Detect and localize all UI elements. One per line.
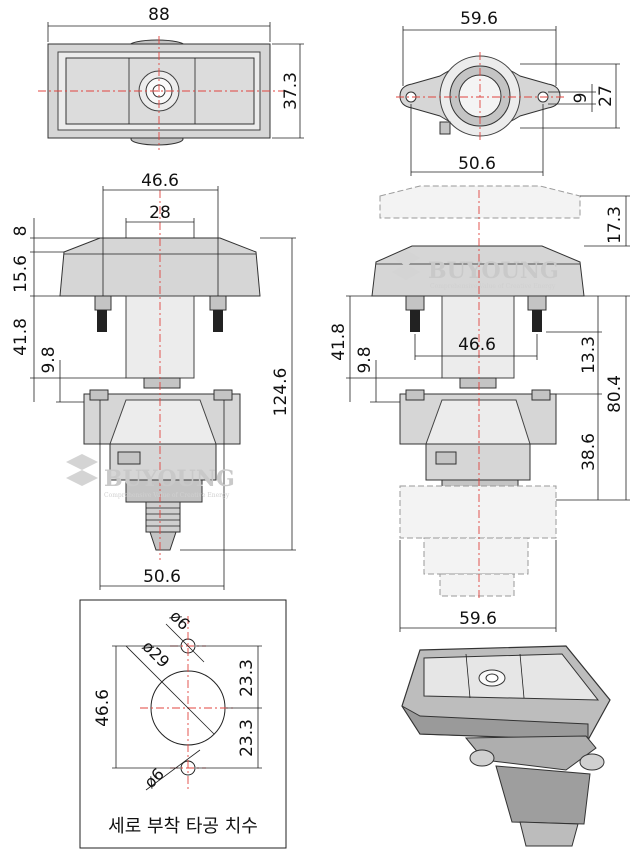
dim-width-88: 88	[148, 5, 170, 25]
cutout-half-lower: 23.3	[237, 719, 257, 757]
watermark-tagline: Comprehensive Value of Creative Energy	[104, 492, 230, 499]
watermark-left: BUYOUNG Comprehensive Value of Creative …	[66, 454, 235, 499]
dim-overall-124-6: 124.6	[271, 368, 291, 417]
dim-slot-9: 9	[571, 93, 591, 104]
dim-width-59-6: 59.6	[460, 9, 498, 29]
top-view-right: 59.6 50.6 9 27	[396, 9, 620, 176]
dim-right-left-41-8: 41.8	[329, 323, 349, 361]
dim-bottom-50-6: 50.6	[143, 567, 181, 587]
dim-top-46-6: 46.6	[141, 171, 179, 191]
cutout-dimensions: 46.6 23.3 23.3 ø6 ø29 ø6 세로 부착 타공 치수	[79, 599, 287, 849]
front-view-right: 17.3 46.6 41.8 9.8 13.3 80.4 38.6 59.6	[329, 185, 630, 632]
dim-travel-17-3: 17.3	[605, 206, 625, 244]
watermark-tagline-2: Comprehensive Value of Creative Energy	[430, 283, 556, 290]
top-view-left: 88 37.3	[38, 5, 304, 150]
dim-right-38-6: 38.6	[579, 433, 599, 471]
dim-right-left-9-8: 9.8	[355, 346, 375, 373]
dim-left-15-6: 15.6	[11, 255, 31, 293]
dim-left-8: 8	[11, 226, 31, 237]
cutout-pitch-46-6: 46.6	[93, 689, 113, 727]
dim-left-9-8: 9.8	[39, 346, 59, 373]
front-view-left: 46.6 28 8 15.6 41.8 9.8 124.6 50.6 BUYOU…	[11, 171, 296, 590]
dim-inner-28: 28	[149, 203, 171, 223]
cutout-caption: 세로 부착 타공 치수	[108, 816, 258, 837]
dim-right-80-4: 80.4	[605, 375, 625, 413]
watermark-brand: BUYOUNG	[104, 466, 235, 492]
watermark-brand-2: BUYOUNG	[428, 258, 559, 284]
dim-right-bottom-59-6: 59.6	[459, 609, 497, 629]
dim-height-37-3: 37.3	[281, 72, 301, 110]
dim-pitch-50-6: 50.6	[458, 154, 496, 174]
cutout-half-upper: 23.3	[237, 659, 257, 697]
dim-bolt-46-6: 46.6	[458, 335, 496, 355]
dim-overall-27: 27	[596, 85, 616, 107]
dim-right-13-3: 13.3	[579, 336, 599, 374]
dim-left-41-8: 41.8	[11, 318, 31, 356]
watermark-right: BUYOUNG Comprehensive Value of Creative …	[392, 250, 559, 290]
isometric-view	[401, 645, 611, 847]
